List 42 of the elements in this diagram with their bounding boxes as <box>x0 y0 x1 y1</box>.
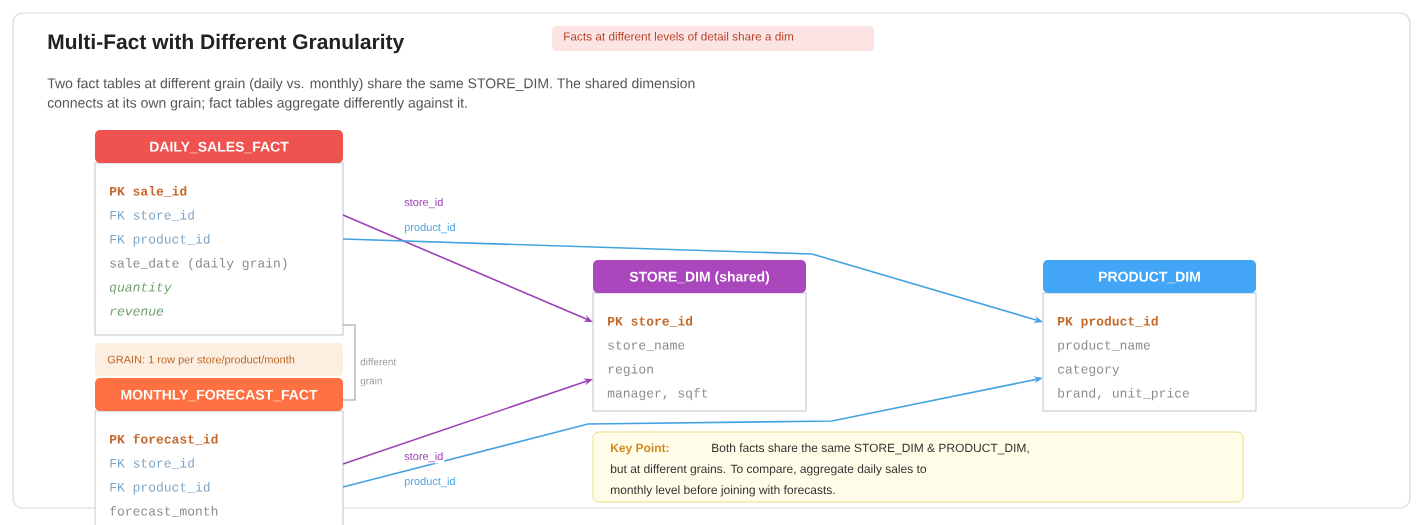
field-name: PK store_id <box>608 316 693 327</box>
field-name: manager, sqft <box>607 388 708 401</box>
edge-label: store_id <box>403 197 445 210</box>
note-band: GRAIN: 1 row per store/product/month <box>95 343 343 376</box>
table-header: MONTHLY_FORECAST_FACT <box>95 378 343 411</box>
table-box <box>1042 260 1257 412</box>
tag: Facts at different levels of detail share a dim <box>552 26 874 51</box>
field-name: region <box>608 364 653 377</box>
field-name: FK product_id <box>110 482 210 495</box>
field-name: forecast_month <box>110 506 218 517</box>
node-label: Both facts share the same STORE_DIM & PRODUCT_DIM, <box>712 443 1029 455</box>
node-label: Key Point: <box>611 443 669 455</box>
table-box <box>94 130 344 336</box>
field-name: quantity <box>109 282 172 295</box>
edge-label: different grain <box>359 357 407 388</box>
field-name: sale_date (daily grain) <box>110 258 287 271</box>
node-label: but at different grains. To compare, aggregate daily sales to <box>610 464 927 476</box>
table-header: DAILY_SALES_FACT <box>95 130 343 163</box>
field-name: PK sale_id <box>110 186 187 197</box>
field-name: revenue <box>110 308 164 316</box>
field-name: FK store_id <box>110 210 194 221</box>
edge-label: store_id <box>403 451 445 464</box>
table-header: STORE_DIM (shared) <box>593 260 806 293</box>
node-label: monthly level before joining with forecasts. <box>611 485 835 497</box>
field-name: FK store_id <box>110 458 194 469</box>
edge-label: product_id <box>403 476 457 489</box>
field-name: brand, unit_price <box>1058 388 1189 401</box>
edge-label: product_id <box>403 222 457 235</box>
field-name: FK product_id <box>110 234 210 247</box>
note-box <box>592 431 1244 503</box>
field-name: store_name <box>608 340 685 351</box>
field-name: PK product_id <box>1058 316 1158 329</box>
description: Two fact tables at different grain (daily vs. monthly) share the same STORE_DIM. The shared dimension connects at its own grain; fact tables aggregate differently against it. <box>47 78 695 111</box>
table-header: PRODUCT_DIM <box>1043 260 1256 293</box>
table-box <box>94 378 344 525</box>
table-box <box>592 260 807 412</box>
title: Multi-Fact with Different Granularity <box>48 33 405 54</box>
field-name: PK forecast_id <box>110 433 218 445</box>
connector-line <box>342 324 356 401</box>
note-text: Key Point: Both facts share the same STORE_DIM & PRODUCT_DIM, but at different grains. To compare, aggregate daily sales to monthly level before joining with forecasts. <box>611 443 1029 497</box>
field-name: product_name <box>1058 340 1150 353</box>
field-name: category <box>1058 364 1120 377</box>
